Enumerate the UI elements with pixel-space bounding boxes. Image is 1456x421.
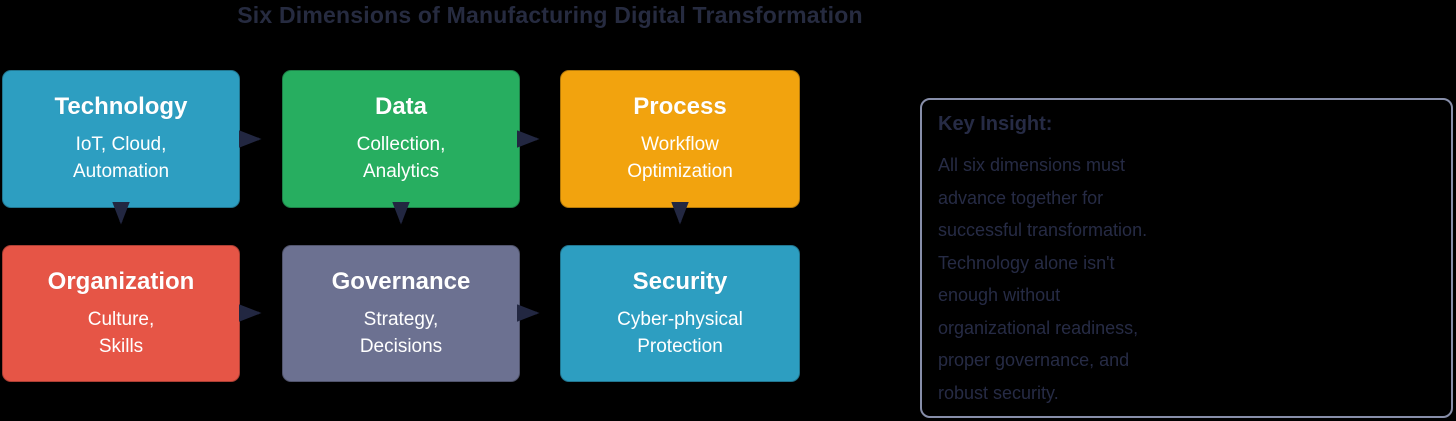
node-security-sub-line1: Cyber-physical: [617, 308, 743, 330]
node-process-sub-line1: Workflow: [641, 134, 719, 155]
key-insight-line: successful transformation.: [938, 220, 1148, 240]
node-technology-sub-line2: Automation: [72, 161, 170, 182]
node-organization: Organization Culture, Skills: [2, 245, 240, 382]
key-insight-heading: Key Insight:: [938, 113, 1053, 135]
node-data: Data Collection, Analytics: [282, 70, 520, 208]
node-process-label: Process: [633, 93, 727, 120]
node-process: Process Workflow Optimization: [560, 70, 800, 208]
node-security-label: Security: [632, 267, 728, 295]
node-technology-sub: IoT, Cloud, Automation: [73, 131, 169, 185]
node-data-sub-line1: Collection,: [356, 134, 446, 155]
node-governance-label: Governance: [331, 267, 471, 295]
node-technology-sub-line1: IoT, Cloud,: [75, 134, 167, 155]
node-governance-sub-line1: Strategy,: [363, 308, 439, 330]
node-security-sub: Cyber-physical Protection: [617, 306, 743, 360]
node-organization-sub-line2: Skills: [98, 335, 144, 357]
node-process-sub: Workflow Optimization: [627, 131, 733, 185]
node-data-label: Data: [374, 93, 428, 120]
node-data-sub: Collection, Analytics: [357, 131, 446, 185]
node-organization-sub: Culture, Skills: [88, 306, 155, 360]
node-process-sub-line2: Optimization: [627, 161, 733, 182]
key-insight-line: proper governance, and: [938, 350, 1130, 370]
node-security: Security Cyber-physical Protection: [560, 245, 800, 382]
node-organization-sub-line1: Culture,: [87, 308, 155, 330]
key-insight-line: organizational readiness,: [938, 317, 1139, 338]
key-insight-line: All six dimensions must: [938, 155, 1126, 175]
node-governance-sub-line2: Decisions: [359, 335, 443, 357]
key-insight-line: robust security.: [938, 382, 1059, 403]
node-governance: Governance Strategy, Decisions: [282, 245, 520, 382]
node-governance-sub: Strategy, Decisions: [360, 306, 442, 360]
node-data-sub-line2: Analytics: [362, 161, 440, 182]
key-insight-line: advance together for: [938, 187, 1104, 208]
node-organization-label: Organization: [47, 267, 195, 295]
node-technology-label: Technology: [54, 93, 188, 120]
key-insight-panel: Key Insight: All six dimensions must adv…: [920, 98, 1453, 418]
node-security-sub-line2: Protection: [637, 335, 723, 357]
diagram-title: Six Dimensions of Manufacturing Digital …: [237, 2, 863, 28]
key-insight-line: Technology alone isn't: [938, 252, 1115, 273]
node-technology: Technology IoT, Cloud, Automation: [2, 70, 240, 208]
key-insight-line: enough without: [938, 285, 1061, 305]
